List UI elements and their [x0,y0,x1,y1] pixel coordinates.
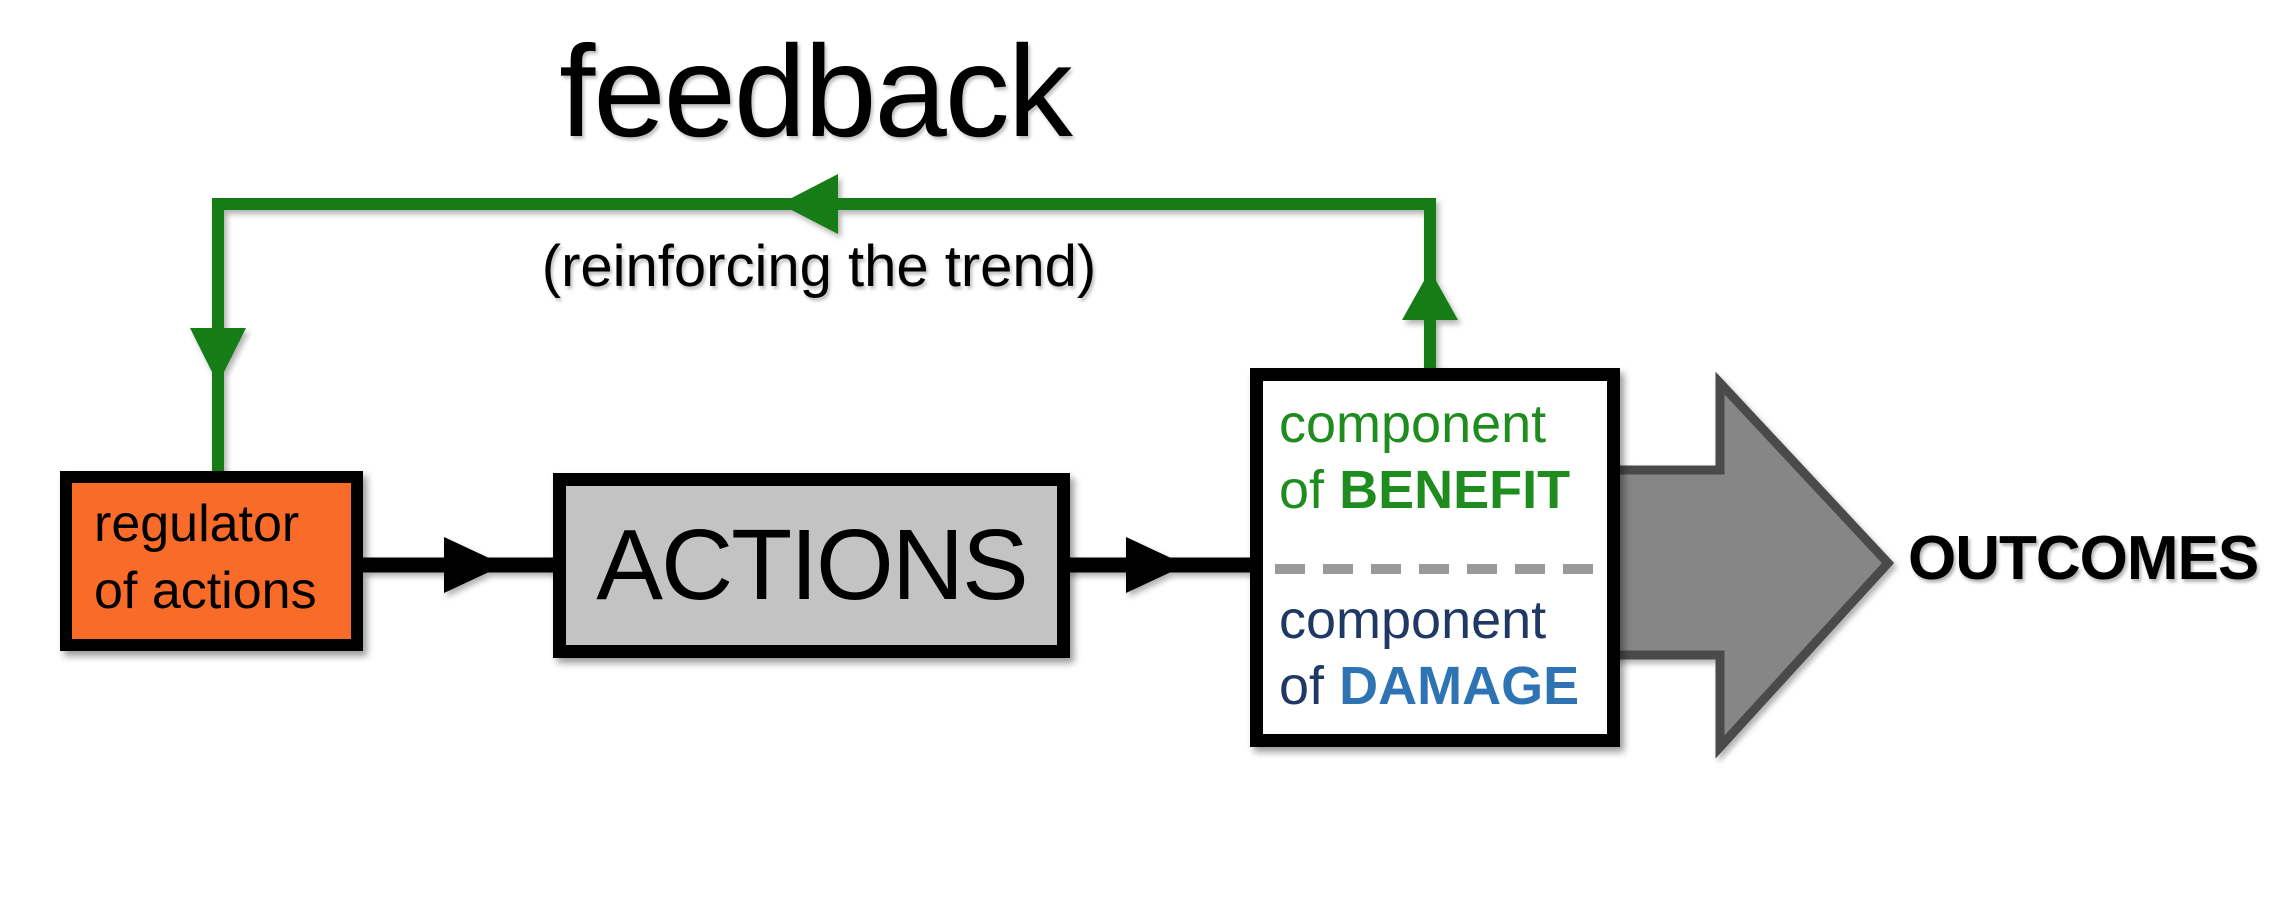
actions-box: ACTIONS [553,473,1070,658]
benefit-word: BENEFIT [1339,460,1571,520]
left-arrowhead-icon [780,174,838,234]
feedback-title: feedback [559,18,1073,164]
regulator-of-actions-box: regulator of actions [60,471,363,651]
benefit-of: of [1279,460,1325,520]
regulator-box-line2: of actions [94,562,317,620]
regulator-box-line1: regulator [94,495,300,553]
process-connectors [363,537,1253,593]
outcomes-block-arrow-icon [1599,371,1895,759]
benefit-line1: component [1279,394,1547,454]
damage-word: DAMAGE [1339,656,1580,716]
down-arrowhead-icon [190,328,246,384]
feedback-loop-connector [190,174,1458,472]
damage-line1: component [1279,590,1547,650]
outcomes-label: OUTCOMES [1908,524,2259,593]
up-arrowhead-icon [1402,270,1458,320]
damage-of: of [1279,656,1325,716]
reinforcing-subtitle: (reinforcing the trend) [541,234,1097,299]
dashed-divider [1275,564,1595,574]
actions-box-label: ACTIONS [596,509,1028,621]
right-arrowhead-icon [444,537,504,593]
right-arrowhead-icon [1126,537,1186,593]
